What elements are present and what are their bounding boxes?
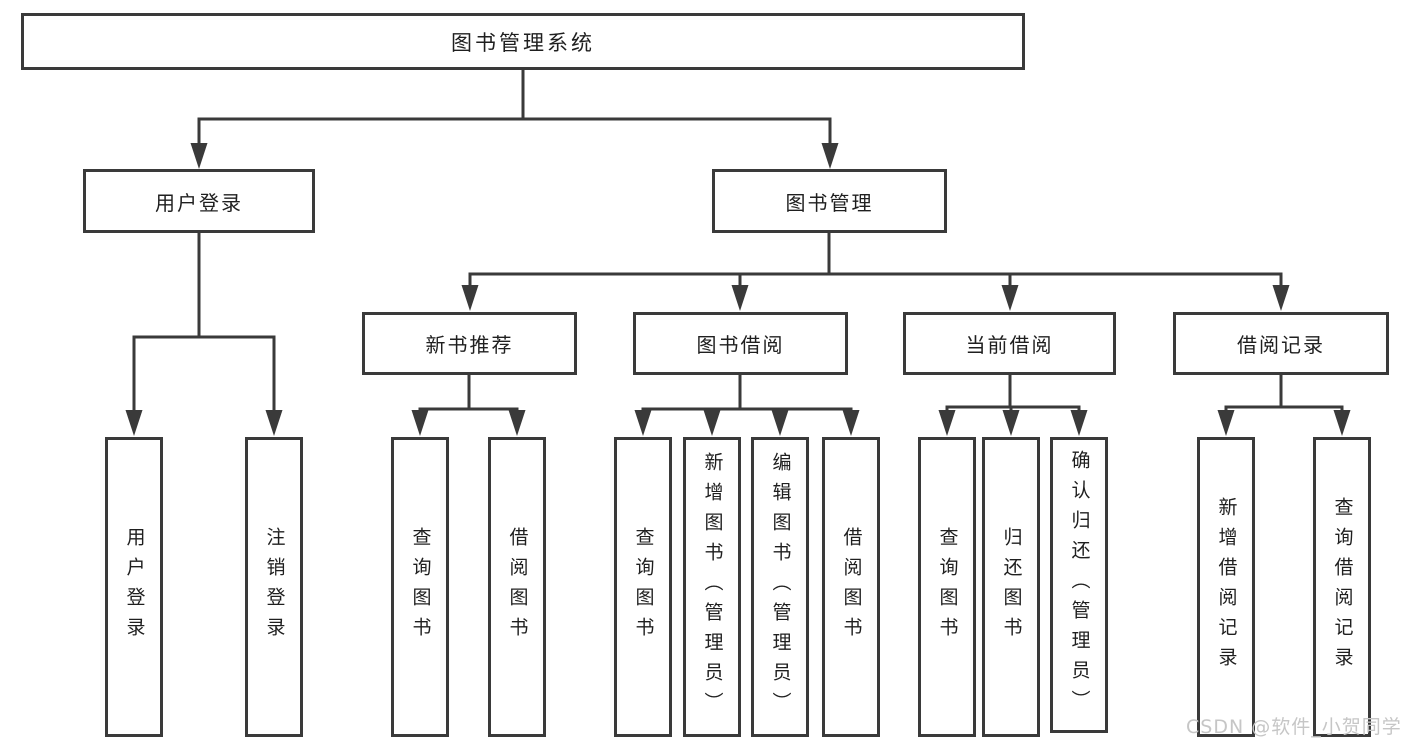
- arrowhead: [411, 410, 429, 436]
- leaf-label: 借阅图书: [840, 527, 863, 647]
- leaf-borrow-query-books: 查询图书: [614, 437, 672, 737]
- leaf-borrow-borrow-books: 借阅图书: [822, 437, 880, 737]
- arrowhead: [190, 143, 208, 169]
- leaf-current-query-books: 查询图书: [918, 437, 976, 737]
- leaf-recommend-borrow-books: 借阅图书: [488, 437, 546, 737]
- arrowhead: [1217, 410, 1235, 436]
- arrowhead: [461, 285, 479, 311]
- leaf-label: 归还图书: [1000, 527, 1023, 647]
- node-book-borrowing: 图书借阅: [633, 312, 848, 375]
- node-current-borrowing: 当前借阅: [903, 312, 1116, 375]
- leaf-current-confirm-return-admin: 确认归还（管理员）: [1050, 437, 1108, 733]
- leaf-logout: 注销登录: [245, 437, 303, 737]
- csdn-watermark: CSDN @软件_小贺同学: [1186, 716, 1402, 738]
- leaf-label: 确认归还（管理员）: [1068, 450, 1091, 720]
- arrowhead: [1002, 410, 1020, 436]
- node-user-login: 用户登录: [83, 169, 315, 233]
- arrowhead: [771, 410, 789, 436]
- leaf-label: 用户登录: [123, 527, 146, 647]
- arrowhead: [938, 410, 956, 436]
- arrowhead: [508, 410, 526, 436]
- leaf-recommend-query-books: 查询图书: [391, 437, 449, 737]
- arrowhead: [1333, 410, 1351, 436]
- leaf-label: 新增借阅记录: [1215, 497, 1238, 677]
- arrowhead: [842, 410, 860, 436]
- leaf-current-return-books: 归还图书: [982, 437, 1040, 737]
- leaf-label: 借阅图书: [506, 527, 529, 647]
- leaf-records-add-borrow-record: 新增借阅记录: [1197, 437, 1255, 737]
- node-borrowing-records: 借阅记录: [1173, 312, 1389, 375]
- arrowhead: [821, 143, 839, 169]
- leaf-label: 注销登录: [263, 527, 286, 647]
- leaf-label: 查询图书: [632, 527, 655, 647]
- node-new-book-recommend: 新书推荐: [362, 312, 577, 375]
- leaf-label: 查询图书: [936, 527, 959, 647]
- leaf-user-login: 用户登录: [105, 437, 163, 737]
- leaf-label: 编辑图书（管理员）: [769, 452, 792, 722]
- arrowhead: [703, 410, 721, 436]
- leaf-label: 新增图书（管理员）: [701, 452, 724, 722]
- arrowhead: [731, 285, 749, 311]
- node-book-management: 图书管理: [712, 169, 947, 233]
- leaf-label: 查询借阅记录: [1331, 497, 1354, 677]
- leaf-records-query-borrow-record: 查询借阅记录: [1313, 437, 1371, 737]
- leaf-borrow-edit-books-admin: 编辑图书（管理员）: [751, 437, 809, 737]
- node-library-management-system: 图书管理系统: [21, 13, 1025, 70]
- leaf-borrow-add-books-admin: 新增图书（管理员）: [683, 437, 741, 737]
- arrowhead: [265, 410, 283, 436]
- arrowhead: [125, 410, 143, 436]
- arrowhead: [1070, 410, 1088, 436]
- arrowhead: [1272, 285, 1290, 311]
- arrowhead: [1001, 285, 1019, 311]
- arrowhead: [634, 410, 652, 436]
- leaf-label: 查询图书: [409, 527, 432, 647]
